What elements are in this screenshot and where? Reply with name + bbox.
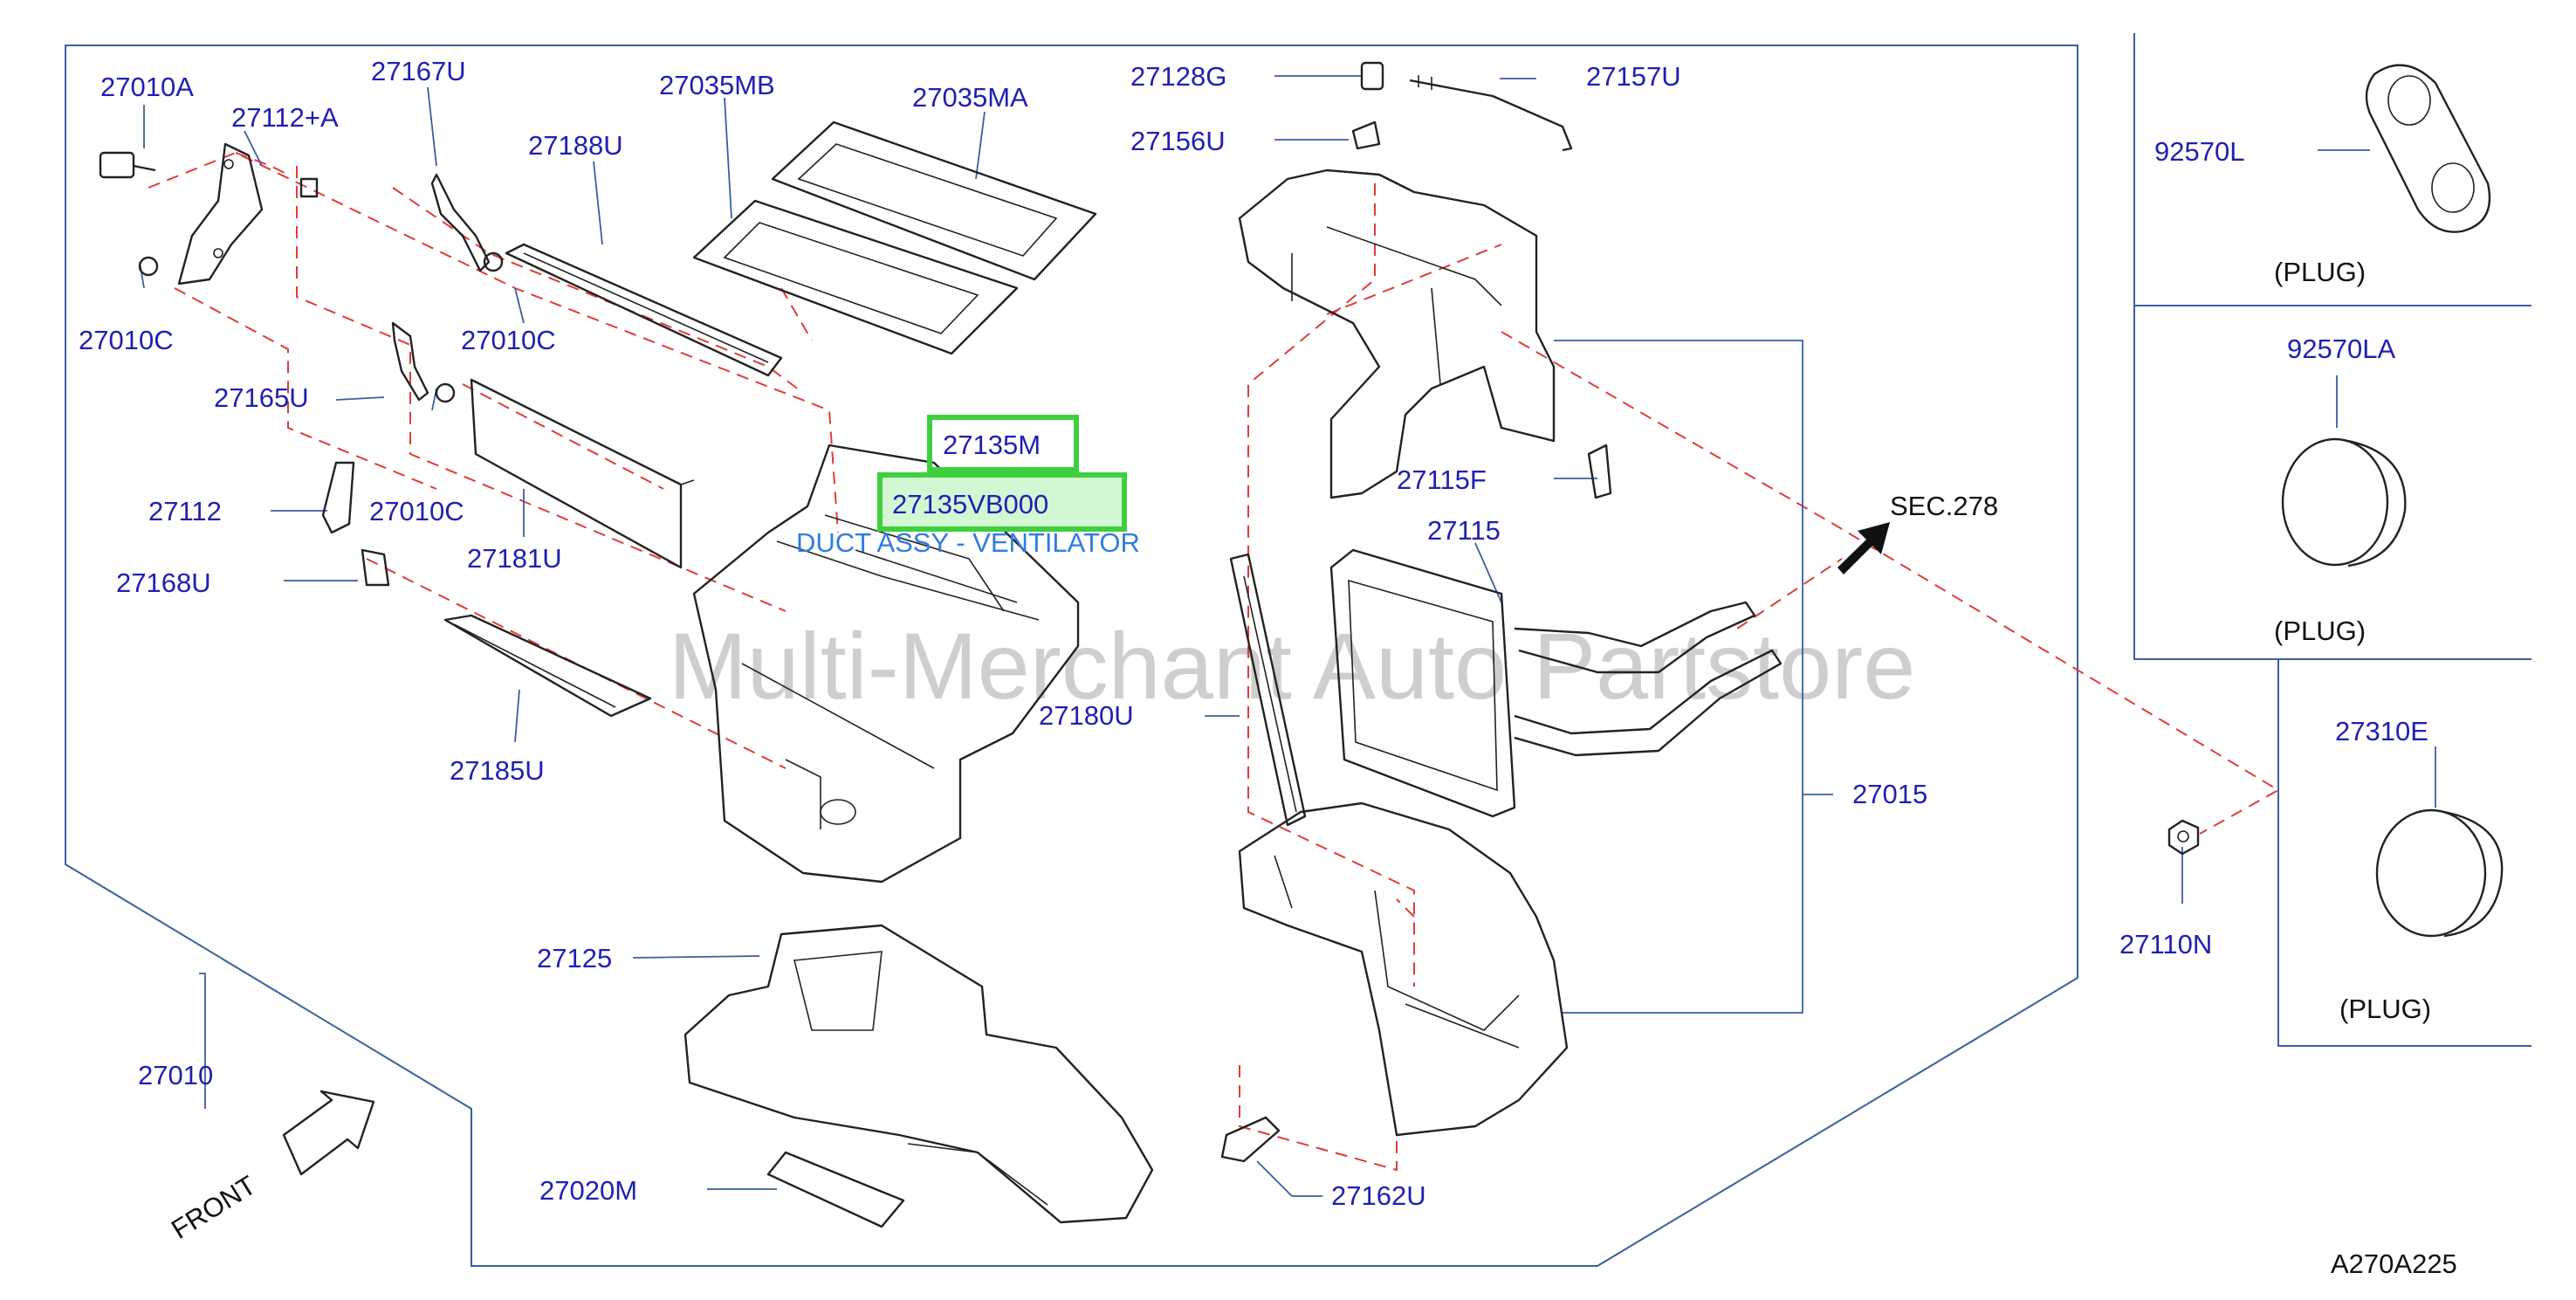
label-27181U: 27181U — [467, 543, 562, 574]
label-plug-2: (PLUG) — [2274, 616, 2366, 646]
highlight-box-part-number — [877, 472, 1127, 532]
label-27180U: 27180U — [1039, 700, 1134, 731]
label-27010C-a: 27010C — [79, 325, 174, 355]
part-nut-27110N — [2167, 819, 2200, 856]
label-27128G: 27128G — [1130, 61, 1226, 92]
part-clip-27115F — [1587, 444, 1612, 499]
label-27010A: 27010A — [100, 72, 194, 102]
label-27167U: 27167U — [371, 56, 466, 86]
watermark: Multi-Merchant Auto Partstore — [669, 613, 1916, 719]
part-sensor-27157U — [1409, 75, 1573, 152]
label-27035MA: 27035MA — [912, 82, 1028, 113]
label-plug-3: (PLUG) — [2339, 994, 2431, 1024]
label-part-number: 27135VB000 — [892, 489, 1048, 519]
label-27010C-c: 27010C — [369, 496, 464, 526]
label-plug-1: (PLUG) — [2274, 257, 2366, 287]
part-bracket-27162U — [1220, 1116, 1281, 1163]
part-grommet-27128G — [1360, 61, 1384, 91]
label-27115: 27115 — [1427, 515, 1501, 546]
part-evaporator-27180U — [1229, 553, 1307, 827]
label-27115F: 27115F — [1397, 464, 1487, 495]
label-92570L: 92570L — [2154, 136, 2244, 167]
part-lower-case — [1238, 801, 1569, 1137]
part-labels: 27010A 27167U 27035MB 27035MA 27112+A 27… — [79, 56, 2457, 1279]
label-27035MB: 27035MB — [659, 70, 775, 100]
part-filter-27188U — [505, 243, 783, 377]
part-plug-92570L — [2365, 64, 2491, 233]
part-clip-27010C — [138, 251, 504, 403]
label-27310E: 27310E — [2335, 716, 2428, 746]
part-frame-27035MA — [771, 120, 1097, 281]
label-27015: 27015 — [1852, 779, 1927, 809]
part-heater-core-27115 — [1329, 548, 1783, 818]
part-door-27181U — [470, 378, 695, 569]
label-27010C-b: 27010C — [461, 325, 556, 355]
part-lever-27112 — [321, 461, 355, 534]
label-27165U: 27165U — [214, 382, 309, 413]
plug-boxes — [2133, 33, 2531, 1047]
highlight-box-27135m — [927, 415, 1079, 472]
label-27112: 27112 — [148, 496, 222, 526]
part-plug-27310E — [2375, 808, 2504, 938]
part-duct-27125 — [683, 924, 1154, 1224]
label-27185U: 27185U — [450, 755, 545, 786]
label-diagram-code: A270A225 — [2331, 1248, 2457, 1279]
label-27125: 27125 — [537, 943, 612, 973]
label-27020M: 27020M — [539, 1175, 637, 1206]
label-27162U: 27162U — [1331, 1180, 1426, 1211]
part-link-27165U — [391, 321, 429, 402]
label-92570LA: 92570LA — [2287, 334, 2395, 364]
part-intake-case-27135M — [692, 444, 1080, 884]
leader-lines — [139, 75, 2436, 1197]
label-sec-ref: SEC.278 — [1890, 491, 1998, 521]
label-27157U: 27157U — [1586, 61, 1681, 92]
part-link-27168U — [361, 548, 390, 587]
label-27168U: 27168U — [116, 567, 211, 598]
part-door-27185U — [443, 614, 652, 718]
sec-arrow — [1838, 522, 1890, 574]
label-27135M: 27135M — [943, 430, 1041, 460]
label-27188U: 27188U — [528, 130, 623, 161]
part-bracket-27112A — [177, 142, 319, 285]
part-frame-27035MB — [692, 199, 1019, 355]
part-plug-92570LA — [2281, 437, 2407, 567]
part-bolt-27010A — [99, 151, 156, 179]
assembly-frame — [65, 45, 2078, 1267]
label-front: FRONT — [166, 1170, 261, 1245]
part-bracket-27156U — [1351, 120, 1381, 150]
label-description: DUCT ASSY - VENTILATOR — [796, 527, 1140, 558]
label-27112A: 27112+A — [231, 102, 339, 133]
label-27110N: 27110N — [2119, 929, 2212, 960]
part-grille-27020M — [766, 1151, 905, 1228]
part-link-27167U — [430, 173, 491, 272]
front-arrow — [282, 1090, 375, 1176]
part-upper-case — [1238, 169, 1556, 499]
label-27010: 27010 — [138, 1060, 213, 1090]
label-27156U: 27156U — [1130, 126, 1226, 156]
